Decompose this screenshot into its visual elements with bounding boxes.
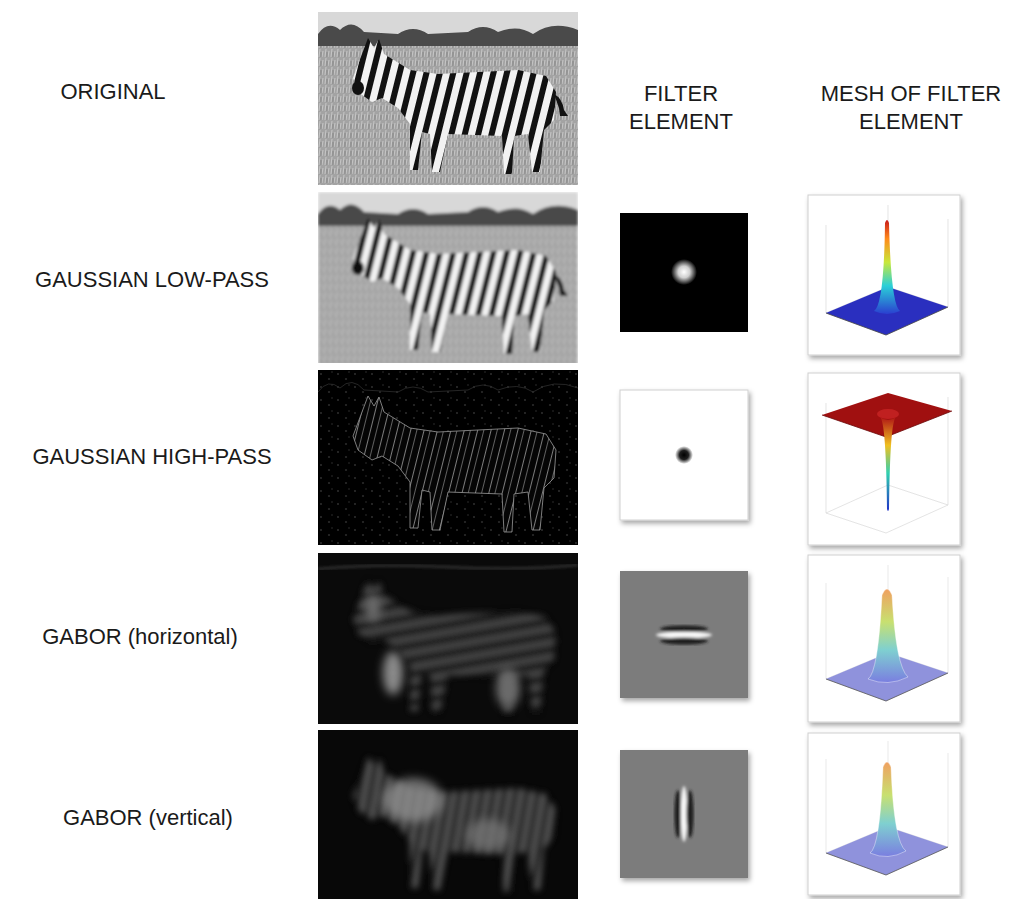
- original-photo: [318, 12, 578, 185]
- gabor-vertical-filter-element: [620, 750, 748, 878]
- row-label: GAUSSIAN LOW-PASS: [35, 266, 269, 294]
- column-heading: FILTER ELEMENT: [611, 80, 751, 136]
- highpass-filter-element: [620, 390, 748, 520]
- row-label: GABOR (horizontal): [42, 623, 238, 651]
- lowpass-filter-element: [620, 213, 748, 332]
- gabor-horizontal-mesh: [808, 555, 960, 722]
- gabor-vertical-photo: [318, 730, 578, 899]
- lowpass-mesh: [808, 195, 960, 355]
- highpass-photo: [318, 370, 578, 545]
- gabor-horizontal-photo: [318, 553, 578, 724]
- gabor-horizontal-filter-element: [620, 571, 748, 698]
- column-heading: MESH OF FILTER ELEMENT: [816, 80, 1006, 136]
- lowpass-photo: [318, 192, 578, 365]
- column-heading: ORIGINAL: [60, 78, 165, 106]
- highpass-mesh: [808, 373, 960, 545]
- gabor-vertical-mesh: [808, 733, 960, 895]
- row-label: GABOR (vertical): [63, 804, 233, 832]
- row-label: GAUSSIAN HIGH-PASS: [32, 443, 271, 471]
